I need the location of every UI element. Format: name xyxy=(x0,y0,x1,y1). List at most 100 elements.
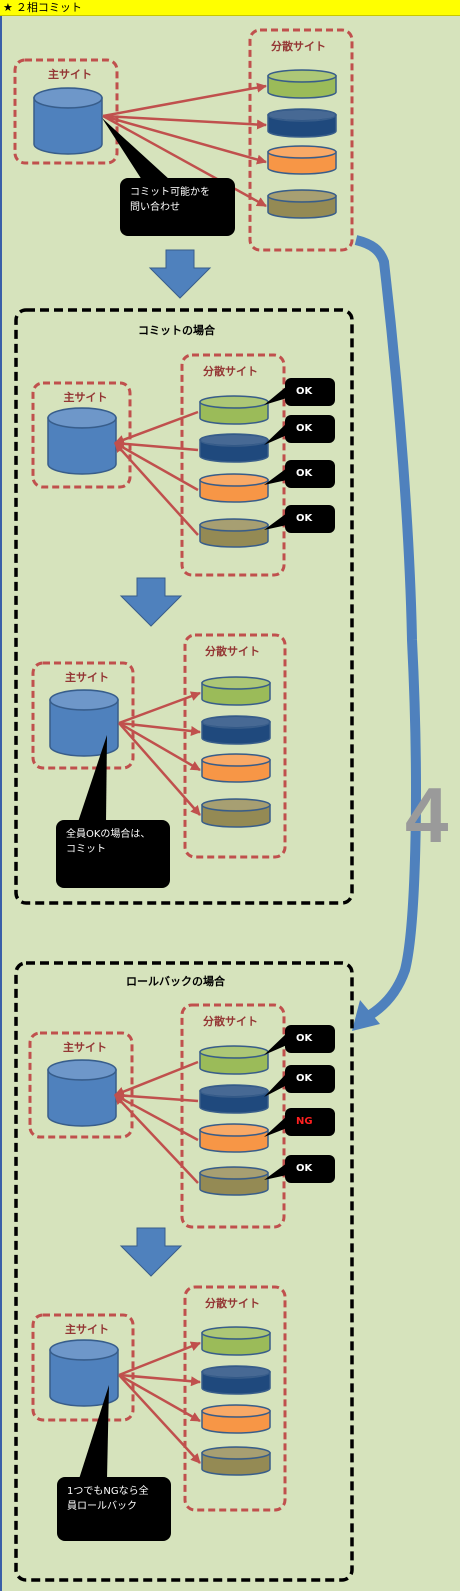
rollback-phase2-site-db-1 xyxy=(201,1326,271,1356)
commit-response-4-text: OK xyxy=(296,513,314,524)
top-site-db-1-shine xyxy=(269,71,335,81)
commit-phase2-main-db xyxy=(49,689,119,757)
top-distributed-box xyxy=(248,28,354,252)
rollback-phase2-site-db-2-shine xyxy=(203,1367,269,1377)
rollback-phase2-main-site-box xyxy=(31,1313,135,1422)
commit-callout-box xyxy=(56,820,170,888)
commit-response-1-pointer xyxy=(264,386,287,405)
top-callout-line: コミット可能かを xyxy=(130,185,210,198)
rollback-callout-pointer xyxy=(79,1385,109,1479)
rollback-phase2-arrow-1 xyxy=(118,1341,201,1377)
commit-phase2-arrow-4 xyxy=(118,722,201,816)
rollback-phase2-site-db-1-shine xyxy=(203,1328,269,1338)
rollback-phase2-site-db-2-top xyxy=(201,1365,271,1379)
top-site-db-2-shine xyxy=(269,110,335,120)
down-arrow-2 xyxy=(119,577,183,627)
rollback-response-3-text: NG xyxy=(296,1116,313,1127)
rollback-response-4-text: OK xyxy=(296,1163,314,1174)
rollback-response-1: OK xyxy=(264,1025,335,1055)
rollback-phase1-arrow-4 xyxy=(114,1094,199,1184)
commit-phase1-site-db-1 xyxy=(199,395,269,425)
rollback-response-4-pointer xyxy=(264,1163,287,1180)
rollback-phase1-site-db-4-top xyxy=(199,1166,269,1180)
rollback-response-2-box xyxy=(285,1065,335,1093)
rollback-phase2-distributed-label: 分散サイト xyxy=(205,1296,260,1310)
rollback-phase1-site-db-4 xyxy=(199,1166,269,1196)
rollback-phase2-site-db-3-shine xyxy=(203,1406,269,1416)
rollback-phase1-arrow-1 xyxy=(114,1060,199,1097)
top-main-site-label: 主サイト xyxy=(48,67,92,81)
commit-response-3: OK xyxy=(264,460,335,488)
top-arrow-2 xyxy=(102,114,267,130)
commit-phase2-site-db-4 xyxy=(201,798,271,828)
commit-phase1-main-db xyxy=(47,407,117,475)
rollback-response-2-text: OK xyxy=(296,1073,314,1084)
commit-phase2-main-db-shine xyxy=(51,691,117,709)
header-bar: ★２相コミット xyxy=(0,0,460,16)
commit-phase2-main-site-label: 主サイト xyxy=(65,670,109,684)
rollback-phase2-arrow-2 xyxy=(118,1373,201,1387)
rollback-phase1-site-db-3-top xyxy=(199,1123,269,1137)
commit-response-2: OK xyxy=(264,415,335,445)
commit-phase2-main-site-box xyxy=(31,661,135,770)
top-site-db-4 xyxy=(267,189,337,219)
top-arrow-1 xyxy=(102,82,267,118)
page-title: ２相コミット xyxy=(15,1,82,14)
commit-phase2-site-db-4-shine xyxy=(203,800,269,810)
top-main-db-top xyxy=(33,87,103,109)
commit-case-box xyxy=(14,308,354,905)
rollback-response-3-box xyxy=(285,1108,335,1136)
rollback-phase1-arrow-2 xyxy=(114,1090,199,1103)
commit-callout-line: コミット xyxy=(66,844,106,855)
commit-phase2-site-db-1-shine xyxy=(203,678,269,688)
rollback-phase1-site-db-2 xyxy=(199,1084,269,1114)
commit-phase2-site-db-1-top xyxy=(201,676,271,690)
rollback-phase1-site-db-3-shine xyxy=(201,1125,267,1135)
rollback-phase2-main-site-label: 主サイト xyxy=(65,1322,109,1336)
rollback-phase1-site-db-1 xyxy=(199,1045,269,1075)
down-arrow-1 xyxy=(148,249,212,299)
rollback-phase1-site-db-2-top xyxy=(199,1084,269,1098)
rollback-phase1-arrow-3 xyxy=(114,1093,199,1142)
rollback-phase2-arrow-4 xyxy=(118,1374,201,1464)
top-callout-box xyxy=(120,178,235,236)
commit-case-title: コミットの場合 xyxy=(138,323,216,337)
commit-phase1-main-site-label: 主サイト xyxy=(64,390,108,404)
rollback-phase1-site-db-3 xyxy=(199,1123,269,1153)
commit-phase2-site-db-2-top xyxy=(201,715,271,729)
top-site-db-4-shine xyxy=(269,191,335,201)
rollback-case-title: ロールバックの場合 xyxy=(126,974,226,988)
commit-phase1-arrow-3 xyxy=(114,441,199,492)
rollback-phase2-main-db-body xyxy=(49,1349,119,1407)
commit-response-1: OK xyxy=(264,378,335,406)
commit-response-3-pointer xyxy=(264,468,287,485)
commit-phase2-arrow-2 xyxy=(118,721,201,736)
commit-response-3-text: OK xyxy=(296,468,314,479)
commit-phase1-site-db-3 xyxy=(199,473,269,503)
rollback-phase2-site-db-3-top xyxy=(201,1404,271,1418)
top-callout-line: 問い合わせ xyxy=(130,200,180,213)
commit-response-4-box xyxy=(285,505,335,533)
rollback-phase2-site-db-1-top xyxy=(201,1326,271,1340)
commit-phase1-main-site-box xyxy=(31,381,132,489)
top-site-db-3-top xyxy=(267,145,337,159)
top-distributed-label: 分散サイト xyxy=(271,39,326,53)
top-site-db-3-shine xyxy=(269,147,335,157)
commit-phase2-main-db-body xyxy=(49,699,119,757)
top-site-db-1 xyxy=(267,69,337,99)
rollback-callout-box xyxy=(57,1477,171,1541)
rollback-phase1-site-db-4-shine xyxy=(201,1168,267,1178)
commit-response-1-text: OK xyxy=(296,386,314,397)
groups-layer: 主サイト分散サイトコミット可能かを問い合わせコミットの場合主サイト分散サイトOK… xyxy=(13,28,354,1582)
commit-phase2-arrow-3 xyxy=(118,721,201,772)
commit-response-4: OK xyxy=(264,505,335,533)
commit-response-2-box xyxy=(285,415,335,443)
flow-curve xyxy=(354,235,421,1020)
commit-phase1-site-db-4-top xyxy=(199,518,269,532)
top-main-db-body xyxy=(33,97,103,155)
rollback-response-2-pointer xyxy=(264,1073,287,1097)
top-callout-pointer xyxy=(102,118,170,180)
rollback-response-1-text: OK xyxy=(296,1033,314,1044)
commit-phase1-distributed-label: 分散サイト xyxy=(203,364,258,378)
